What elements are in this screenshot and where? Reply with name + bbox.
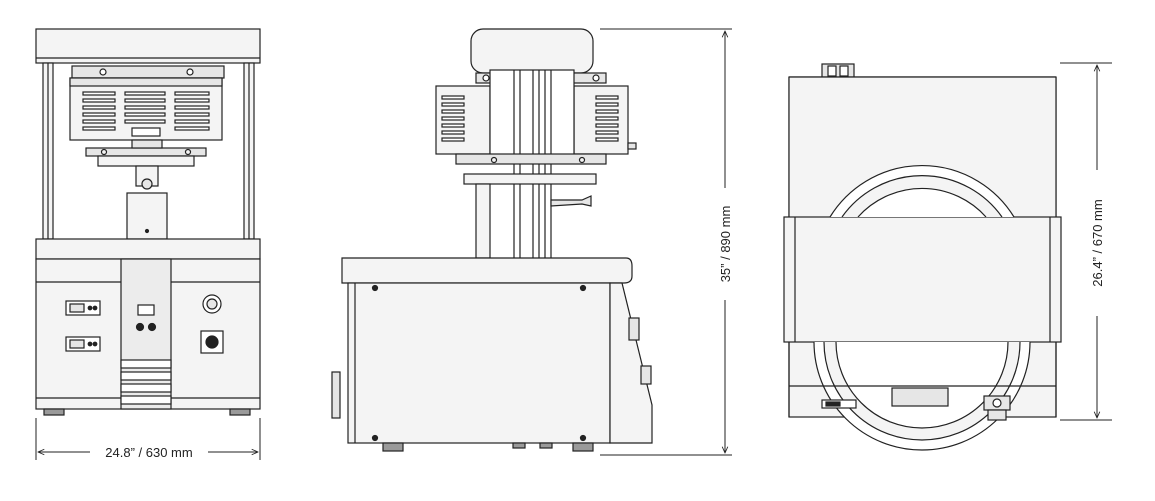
side-foot-right (572, 442, 594, 452)
depth-dimension-label: 26.4” / 670 mm (1090, 199, 1105, 286)
side-table-top (341, 257, 633, 284)
front-button-right (147, 322, 157, 332)
front-heater-vents (82, 91, 210, 131)
side-platen (455, 153, 607, 165)
side-cabinet (347, 282, 611, 444)
side-center-frame (489, 69, 575, 161)
top-crossbar (783, 216, 1062, 343)
side-gauge (628, 317, 640, 341)
side-left-handle (331, 371, 341, 419)
front-left-foot (43, 408, 65, 416)
side-view (331, 28, 653, 452)
front-display-small (137, 304, 155, 316)
side-switch (640, 365, 652, 385)
front-drawer-slats (120, 359, 172, 405)
front-bracket (71, 65, 225, 79)
front-base-top (35, 238, 261, 260)
side-lever-handle (550, 195, 592, 207)
height-dimension (600, 28, 732, 456)
front-right-foot (229, 408, 251, 416)
top-view (783, 63, 1062, 451)
side-ram-column (475, 183, 491, 259)
depth-dimension (1060, 62, 1112, 421)
side-foot-left (382, 442, 404, 452)
width-dimension-label: 24.8” / 630 mm (105, 445, 192, 460)
front-button-left (135, 322, 145, 332)
top-front-panel (891, 387, 949, 407)
side-top-cap (470, 28, 594, 74)
height-dimension-label: 35” / 890 mm (718, 206, 733, 283)
top-connector (821, 63, 855, 79)
width-dimension (35, 418, 261, 460)
front-platen-base (97, 155, 195, 167)
side-lower-plate (463, 173, 597, 185)
side-front-panel (609, 282, 653, 444)
front-top-plate (35, 28, 261, 64)
front-view (35, 28, 261, 416)
